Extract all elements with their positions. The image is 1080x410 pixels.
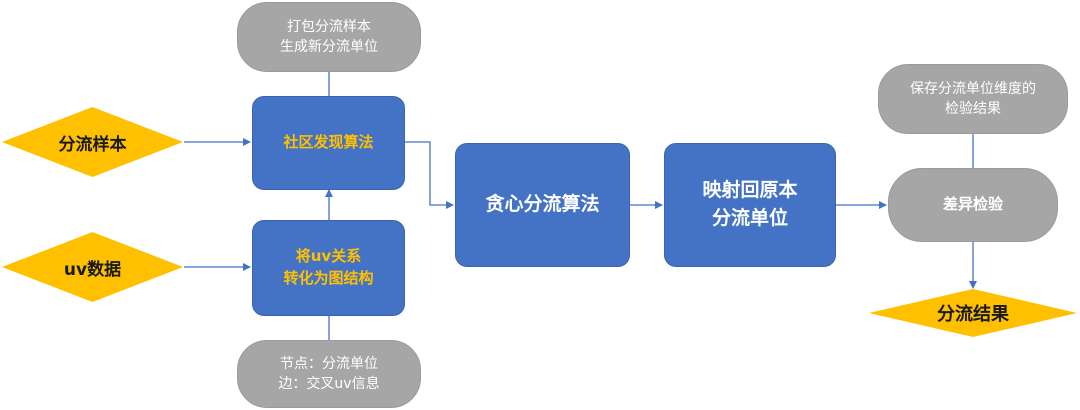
note-pack-samples: 打包分流样本 生成新分流单位	[237, 2, 421, 72]
diamond-shape	[869, 289, 1077, 337]
output-split-result-label: 分流结果	[937, 304, 1009, 325]
note-node-edge: 节点：分流单位 边：交叉uv信息	[237, 340, 421, 408]
input-split-sample-label: 分流样本	[58, 134, 127, 155]
arrow-community-to-greedy	[405, 141, 454, 209]
output-split-result: 分流结果	[868, 288, 1078, 338]
input-uv-data: uv数据	[1, 231, 184, 303]
process-difference-test: 差异检验	[888, 168, 1058, 242]
diamond-shape	[2, 232, 183, 302]
note-save-results: 保存分流单位维度的 检验结果	[878, 64, 1068, 134]
input-split-sample: 分流样本	[1, 106, 184, 178]
diamond-shape	[2, 107, 183, 177]
process-greedy-split: 贪心分流算法	[455, 143, 630, 267]
process-uv-to-graph: 将uv关系 转化为图结构	[252, 220, 405, 316]
process-community-detection: 社区发现算法	[252, 96, 405, 190]
process-map-back: 映射回原本 分流单位	[664, 143, 836, 267]
input-uv-data-label: uv数据	[63, 259, 122, 280]
